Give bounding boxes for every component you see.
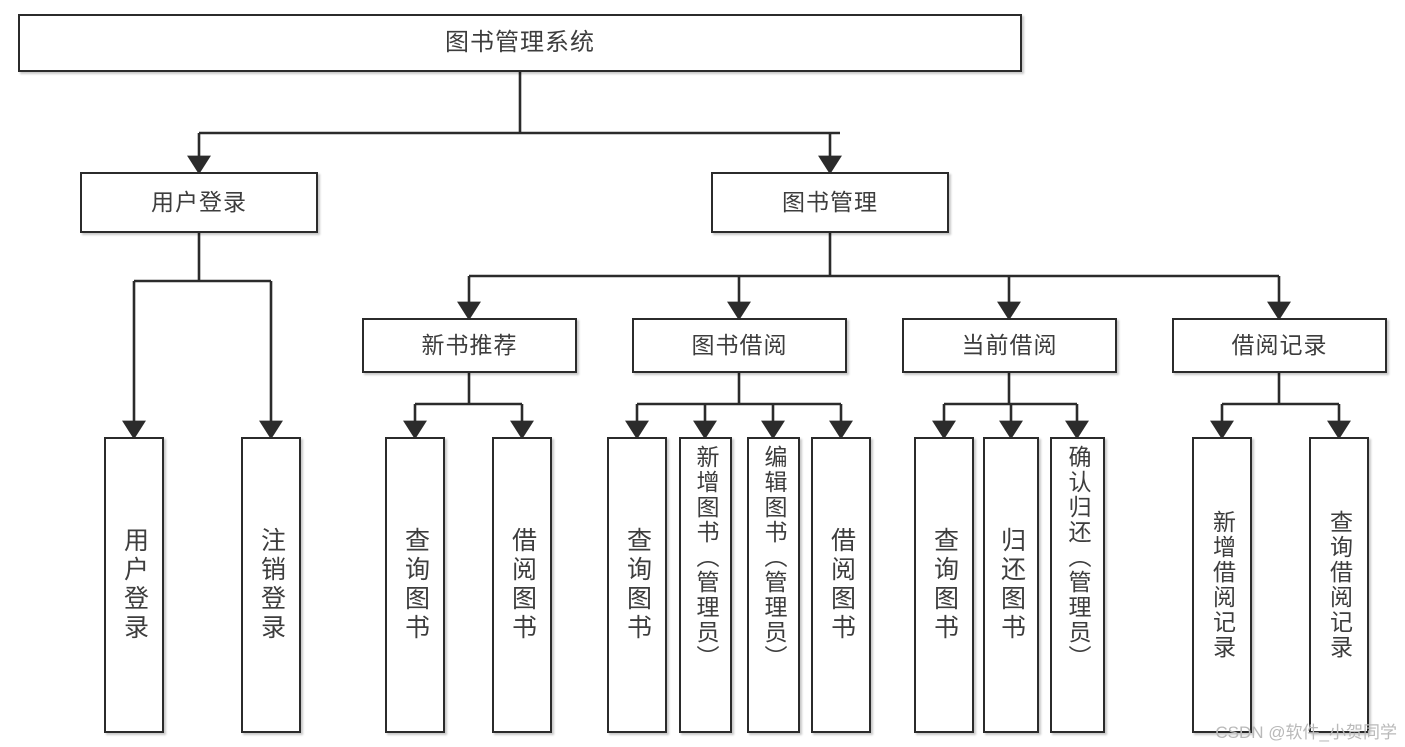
node-leaf-query-book-current[interactable]: 查询图书 <box>914 437 974 733</box>
node-label: 图书管理 <box>782 189 878 216</box>
node-label: 查询图书 <box>930 527 959 643</box>
node-leaf-edit-book-admin[interactable]: 编辑图书（管理员） <box>747 437 800 733</box>
node-label: 借阅图书 <box>827 527 856 643</box>
node-book-borrow[interactable]: 图书借阅 <box>632 318 847 373</box>
node-label: 归还图书 <box>997 527 1026 643</box>
node-leaf-return-book[interactable]: 归还图书 <box>983 437 1039 733</box>
node-leaf-borrow-book-recommend[interactable]: 借阅图书 <box>492 437 552 733</box>
node-book-management[interactable]: 图书管理 <box>711 172 949 233</box>
node-label: 用户登录 <box>120 527 149 643</box>
node-current-borrow[interactable]: 当前借阅 <box>902 318 1117 373</box>
node-root-book-management-system[interactable]: 图书管理系统 <box>18 14 1022 72</box>
node-label: 用户登录 <box>151 189 247 216</box>
node-label: 图书借阅 <box>691 332 788 359</box>
node-leaf-query-borrow-record[interactable]: 查询借阅记录 <box>1309 437 1369 733</box>
csdn-watermark: CSDN @软件_小贺同学 <box>1215 723 1397 742</box>
node-label: 确认归还（管理员） <box>1065 445 1091 670</box>
node-user-login[interactable]: 用户登录 <box>80 172 318 233</box>
node-new-book-recommend[interactable]: 新书推荐 <box>362 318 577 373</box>
node-label: 新增借阅记录 <box>1209 510 1236 660</box>
node-leaf-add-book-admin[interactable]: 新增图书（管理员） <box>679 437 732 733</box>
node-label: 查询借阅记录 <box>1326 510 1353 660</box>
node-leaf-query-book-borrow[interactable]: 查询图书 <box>607 437 667 733</box>
node-leaf-add-borrow-record[interactable]: 新增借阅记录 <box>1192 437 1252 733</box>
node-label: 编辑图书（管理员） <box>761 445 787 670</box>
node-leaf-user-login[interactable]: 用户登录 <box>104 437 164 733</box>
node-leaf-query-book-recommend[interactable]: 查询图书 <box>385 437 445 733</box>
node-leaf-logout[interactable]: 注销登录 <box>241 437 301 733</box>
node-label: 当前借阅 <box>961 332 1058 359</box>
node-label: 借阅记录 <box>1231 332 1328 359</box>
node-label: 查询图书 <box>401 527 430 643</box>
node-label: 借阅图书 <box>508 527 537 643</box>
node-borrow-record[interactable]: 借阅记录 <box>1172 318 1387 373</box>
node-label: 注销登录 <box>257 527 286 643</box>
node-label: 查询图书 <box>623 527 652 643</box>
node-label: 新增图书（管理员） <box>693 445 719 670</box>
node-leaf-borrow-book[interactable]: 借阅图书 <box>811 437 871 733</box>
node-leaf-confirm-return-admin[interactable]: 确认归还（管理员） <box>1050 437 1105 733</box>
node-label: 新书推荐 <box>421 332 518 359</box>
node-label: 图书管理系统 <box>445 29 595 57</box>
